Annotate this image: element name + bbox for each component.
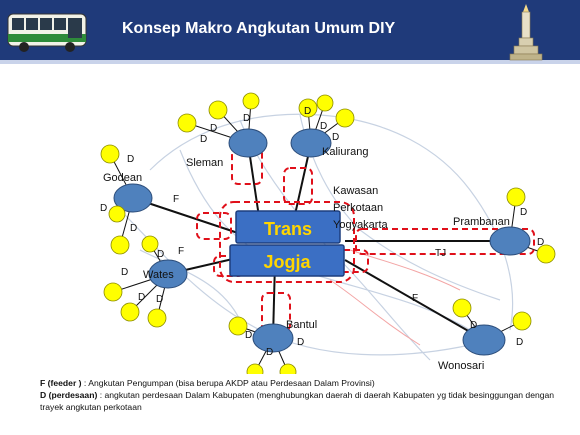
route-label-d: D <box>470 320 477 331</box>
route-label-d: D <box>127 154 134 165</box>
village-nodes <box>100 92 556 374</box>
route-label-d: D <box>157 249 164 260</box>
legend: F (feeder ) : Angkutan Pengumpan (bisa b… <box>40 377 560 413</box>
route-label-d: D <box>516 337 523 348</box>
map-rivers <box>329 249 461 346</box>
hub-label-jogja: Jogja <box>263 252 311 272</box>
urban-zone-outlines <box>196 143 535 332</box>
route-label-tj: TJ <box>435 248 446 259</box>
route-label-f: F <box>173 194 179 205</box>
node-godean <box>113 183 153 213</box>
regional-nodes <box>113 128 531 356</box>
node-kaliurang <box>290 128 332 158</box>
legend-perdesaan-desc: : angkutan perdesaan Dalam Kabupaten (me… <box>40 390 555 412</box>
page-title: Konsep Makro Angkutan Umum DIY <box>122 20 396 37</box>
node-sleman <box>228 128 268 158</box>
trans-jogja-hub-bottom <box>229 244 345 277</box>
route-label-d: D <box>210 123 217 134</box>
legend-perdesaan: D (perdesaan) : angkutan perdesaan Dalam… <box>40 389 560 413</box>
bus-icon <box>7 13 87 52</box>
label-prambanan: Prambanan <box>453 216 510 228</box>
route-label-d: D <box>121 267 128 278</box>
route-label-d: D <box>304 106 311 117</box>
header-divider <box>0 60 580 64</box>
label-bantul: Bantul <box>286 319 317 331</box>
route-label-d: D <box>320 121 327 132</box>
node-wonosari <box>462 324 506 356</box>
route-label-f: F <box>178 246 184 257</box>
hub-label-trans: Trans <box>264 219 312 239</box>
route-label-d: D <box>332 132 339 143</box>
route-label-d: D <box>138 292 145 303</box>
route-label-d: D <box>520 207 527 218</box>
legend-perdesaan-term: D (perdesaan) <box>40 390 98 400</box>
tugu-monument-icon <box>509 4 543 61</box>
label-wonosari: Wonosari <box>438 360 484 372</box>
label-wates: Wates <box>143 269 174 281</box>
route-label-d: D <box>130 223 137 234</box>
route-label-d: D <box>100 203 107 214</box>
route-label-d: D <box>156 294 163 305</box>
route-label-d: D <box>245 330 252 341</box>
area-label-yogyakarta: Yogyakarta <box>333 219 389 231</box>
legend-feeder: F (feeder ) : Angkutan Pengumpan (bisa b… <box>40 377 560 389</box>
label-kaliurang: Kaliurang <box>322 146 368 158</box>
header-bar <box>0 0 580 62</box>
node-bantul <box>252 323 294 353</box>
legend-feeder-desc: : Angkutan Pengumpan (bisa berupa AKDP a… <box>81 378 375 388</box>
legend-feeder-term: F (feeder ) <box>40 378 82 388</box>
route-label-f: F <box>412 293 418 304</box>
node-wates <box>148 259 188 289</box>
route-label-d: D <box>243 113 250 124</box>
route-label-d: D <box>266 347 273 358</box>
label-godean: Godean <box>103 172 142 184</box>
node-prambanan <box>489 226 531 256</box>
route-label-d: D <box>537 237 544 248</box>
route-label-d: D <box>200 134 207 145</box>
transport-concept-diagram: Trans Jogja <box>100 92 556 374</box>
area-label-perkotaan: Perkotaan <box>333 202 383 214</box>
label-sleman: Sleman <box>186 157 223 169</box>
route-label-d: D <box>297 337 304 348</box>
trans-jogja-hub-top <box>235 210 341 244</box>
area-label-kawasan: Kawasan <box>333 185 378 197</box>
